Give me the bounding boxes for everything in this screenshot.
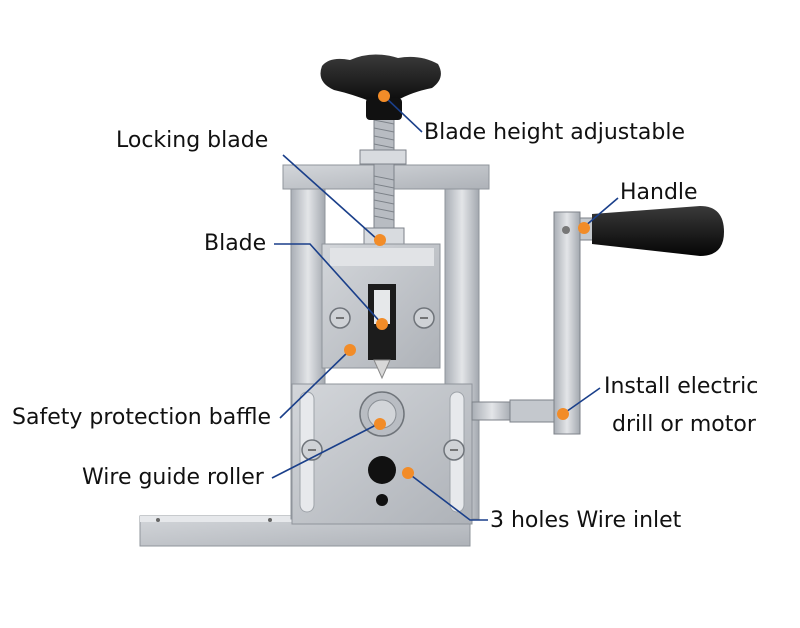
leader-blade-height <box>383 95 423 133</box>
dot-locking-blade <box>374 234 386 246</box>
threaded-rod <box>359 111 407 245</box>
dot-wire-inlet <box>402 467 414 479</box>
leader-wire-guide <box>271 423 379 479</box>
leader-handle <box>583 197 619 228</box>
label-handle: Handle <box>620 180 698 205</box>
dot-blade-height <box>378 90 390 102</box>
leader-safety-baffle <box>279 349 351 419</box>
leader-blade <box>274 243 383 325</box>
dot-safety-baffle <box>344 344 356 356</box>
label-install-line1: Install electric <box>604 374 759 399</box>
label-wire-guide-roller: Wire guide roller <box>82 465 264 490</box>
leader-lines <box>271 95 619 521</box>
dot-wire-guide <box>374 418 386 430</box>
leader-install <box>562 387 601 415</box>
dot-install <box>557 408 569 420</box>
blade-holder <box>321 243 441 380</box>
label-safety-protection-baffle: Safety protection baffle <box>12 405 271 430</box>
leader-wire-inlet <box>407 472 488 521</box>
dot-blade <box>376 318 388 330</box>
leader-locking-blade <box>282 154 379 241</box>
label-wire-inlet: 3 holes Wire inlet <box>490 508 682 533</box>
crank-assembly <box>471 206 724 435</box>
marker-dots <box>344 90 590 479</box>
label-blade: Blade <box>204 231 267 256</box>
star-knob <box>320 54 441 120</box>
dot-handle <box>578 222 590 234</box>
lower-housing <box>291 383 473 525</box>
label-install-line2: drill or motor <box>612 412 756 437</box>
label-blade-height-adjustable: Blade height adjustable <box>424 120 685 145</box>
label-locking-blade: Locking blade <box>116 128 269 153</box>
